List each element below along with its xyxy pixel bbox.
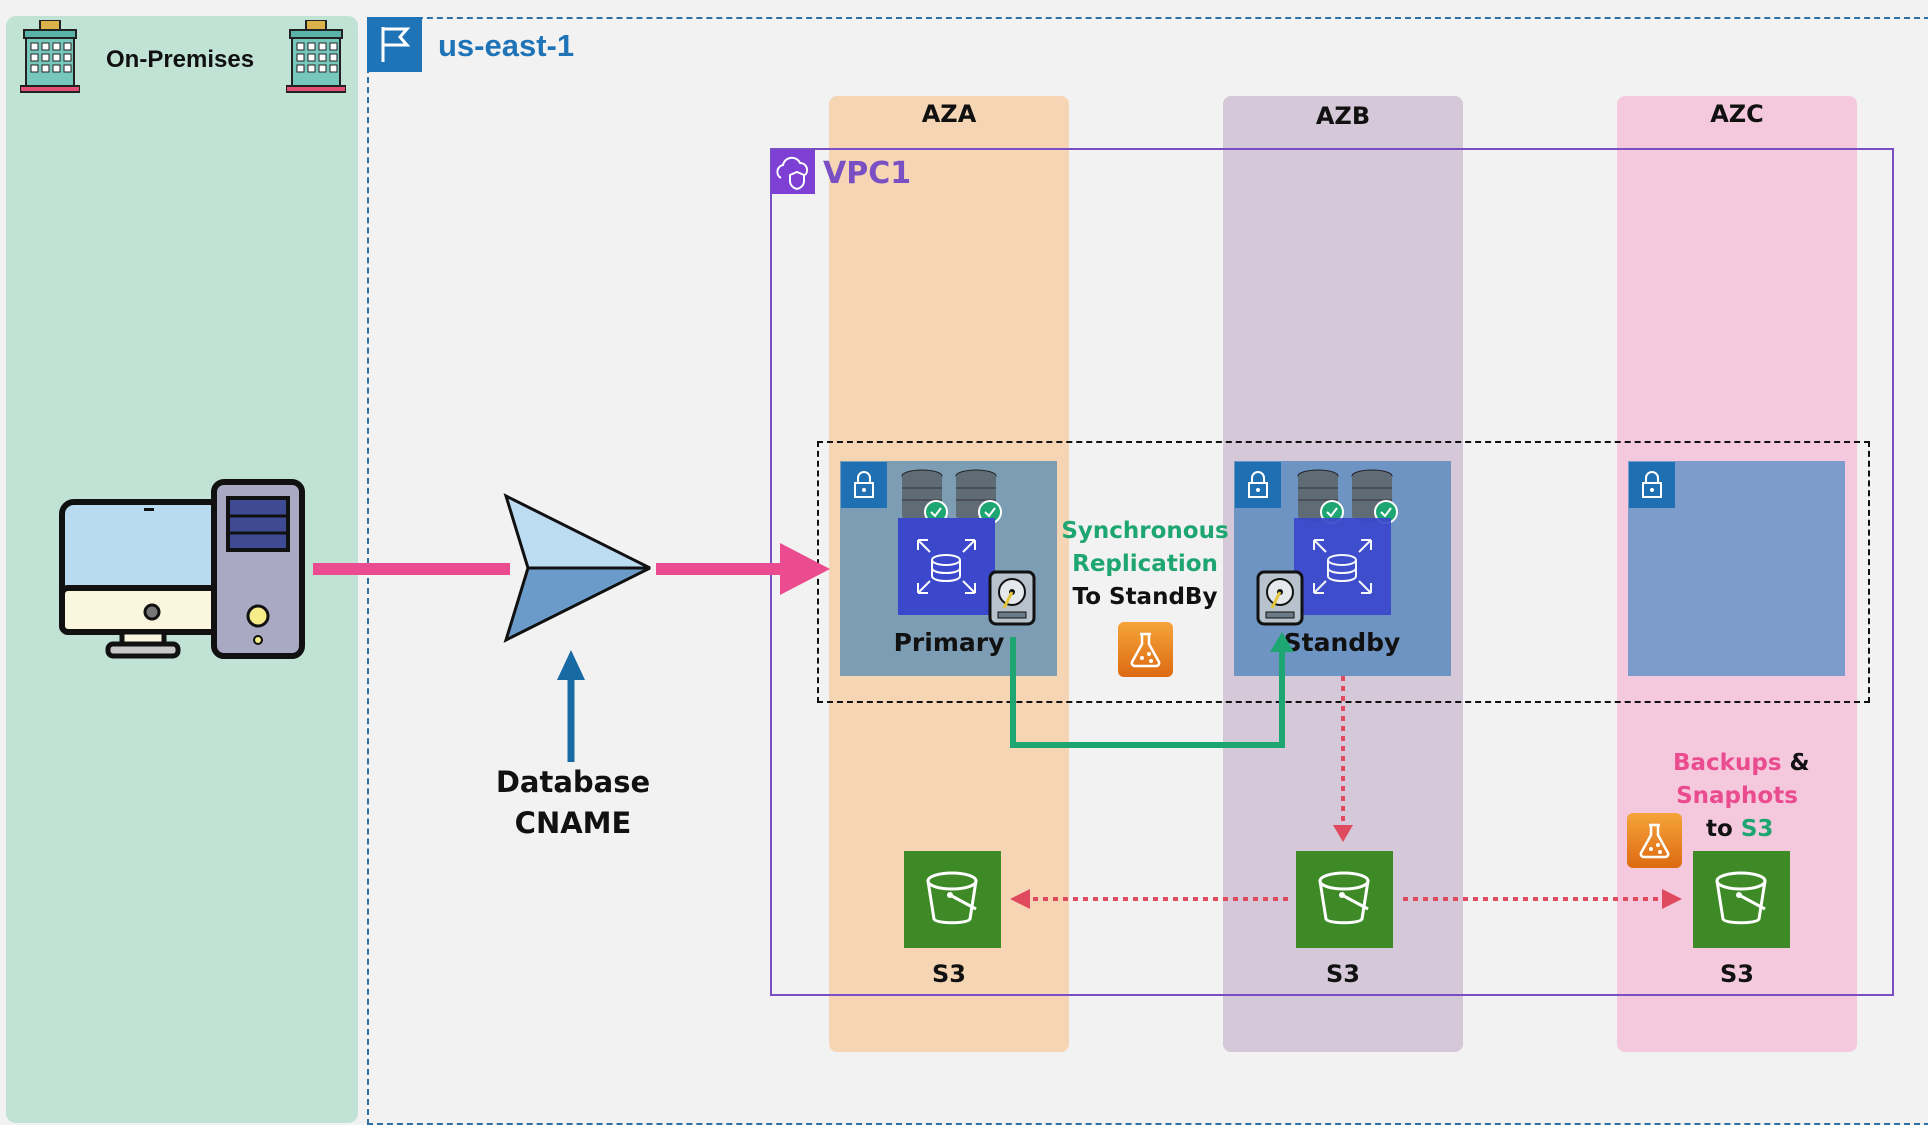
backup-word-to: to xyxy=(1706,816,1733,842)
fault-injection-flask-icon xyxy=(1627,813,1682,868)
region-label: us-east-1 xyxy=(438,28,575,63)
cname-line1: Database xyxy=(495,765,651,799)
az-c-label: AZC xyxy=(1710,100,1764,128)
backup-line1: Backups & xyxy=(1673,750,1810,776)
vpc-cloud-icon xyxy=(771,150,815,194)
flag-icon xyxy=(367,17,422,72)
az-a-label: AZA xyxy=(921,100,977,128)
backup-line3: to S3 xyxy=(1706,816,1773,842)
backup-word-s3: S3 xyxy=(1740,816,1774,842)
s3-label-a: S3 xyxy=(932,960,966,988)
backup-word-and: & xyxy=(1789,750,1810,776)
standby-label: Standby xyxy=(1283,628,1401,657)
lock-icon xyxy=(841,462,887,508)
desktop-computer-icon xyxy=(59,479,305,659)
lock-icon xyxy=(1235,462,1281,508)
primary-label: Primary xyxy=(893,628,1005,657)
route-arrowhead-icon xyxy=(503,493,651,643)
on-premises-label: On-Premises xyxy=(106,46,255,73)
s3-bucket-icon xyxy=(904,851,1001,948)
backup-line2: Snaphots xyxy=(1676,783,1798,809)
s3-label-c: S3 xyxy=(1720,960,1754,988)
replication-line3: To StandBy xyxy=(1072,584,1218,610)
lock-icon xyxy=(1629,462,1675,508)
s3-bucket-icon xyxy=(1693,851,1790,948)
vpc-label: VPC1 xyxy=(823,156,912,191)
fault-injection-flask-icon xyxy=(1118,622,1173,677)
building-icon xyxy=(286,20,346,93)
s3-bucket-icon xyxy=(1296,851,1393,948)
s3-label-b: S3 xyxy=(1326,960,1360,988)
cname-line2: CNAME xyxy=(514,806,632,840)
disk-icon xyxy=(988,570,1036,626)
database-stack-icon xyxy=(1297,469,1398,524)
building-icon xyxy=(20,20,80,93)
replication-line2: Replication xyxy=(1072,551,1218,577)
backup-word-backups: Backups xyxy=(1673,750,1782,776)
rds-database-icon xyxy=(898,518,995,615)
az-b-label: AZB xyxy=(1315,102,1371,130)
replication-line1: Synchronous xyxy=(1061,518,1229,544)
rds-database-icon xyxy=(1294,518,1391,615)
disk-icon xyxy=(1256,570,1304,626)
